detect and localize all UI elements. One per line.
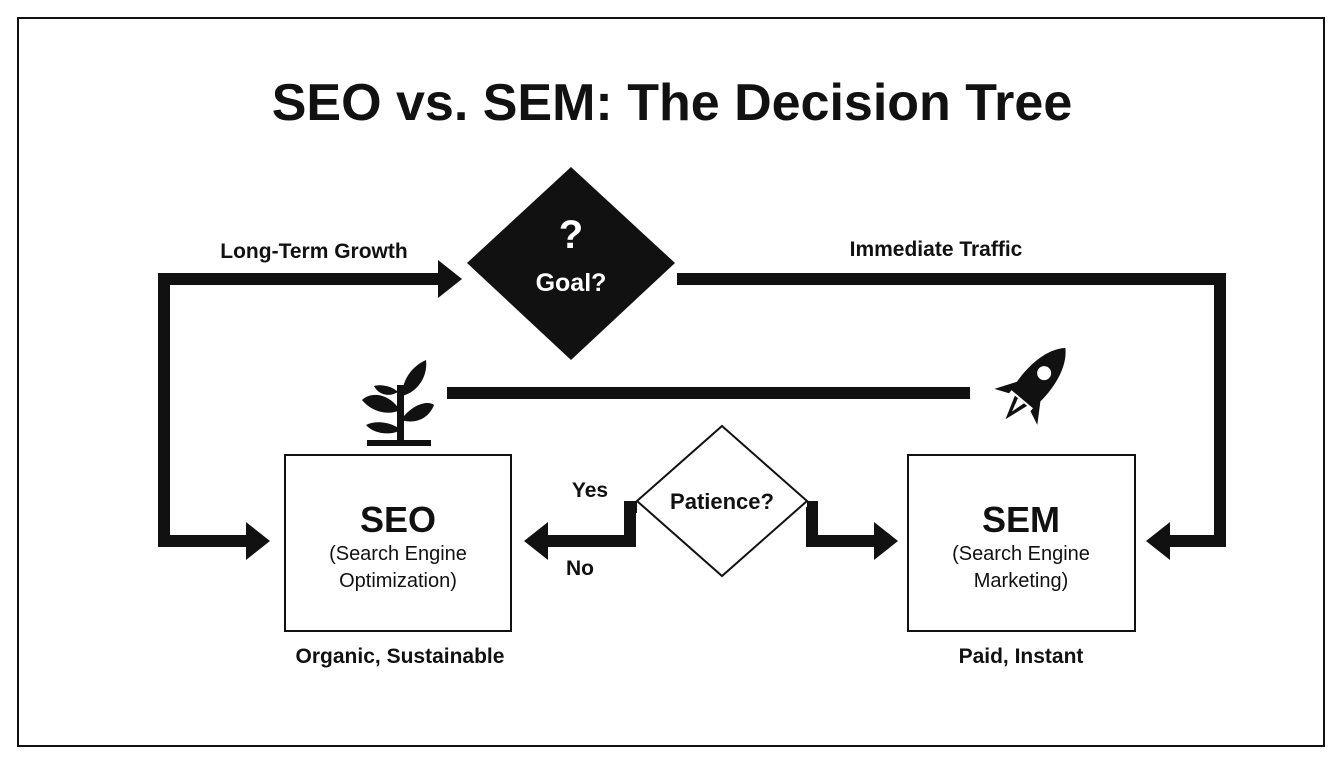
seo-title: SEO [360, 499, 436, 540]
sem-caption: Paid, Instant [959, 645, 1084, 668]
seo-subtitle-line2: Optimization) [339, 570, 457, 592]
plant-icon [362, 360, 434, 446]
patience-to-sem-arrow [806, 501, 898, 560]
rocket-icon [994, 347, 1066, 425]
seo-box: SEO (Search Engine Optimization) [284, 454, 512, 632]
seo-caption: Organic, Sustainable [296, 645, 505, 668]
sem-subtitle-line2: Marketing) [974, 570, 1068, 592]
patience-label: Patience? [670, 489, 774, 514]
yes-label: Yes [572, 479, 608, 502]
patience-to-seo-arrow [524, 501, 637, 560]
diagram-title: SEO vs. SEM: The Decision Tree [272, 74, 1073, 132]
long-term-growth-arrow [158, 260, 462, 560]
goal-node: ? Goal? [467, 167, 675, 360]
long-term-growth-label: Long-Term Growth [220, 240, 407, 263]
no-label: No [566, 557, 594, 580]
sem-title: SEM [982, 499, 1060, 540]
immediate-traffic-label: Immediate Traffic [850, 238, 1023, 261]
sem-box: SEM (Search Engine Marketing) [907, 454, 1136, 632]
patience-node: Patience? [635, 424, 809, 578]
immediate-traffic-arrow [677, 273, 1226, 560]
goal-label: Goal? [536, 269, 607, 297]
seo-subtitle-line1: (Search Engine [329, 543, 467, 565]
sem-subtitle-line1: (Search Engine [952, 543, 1090, 565]
goal-question-mark: ? [559, 213, 583, 257]
